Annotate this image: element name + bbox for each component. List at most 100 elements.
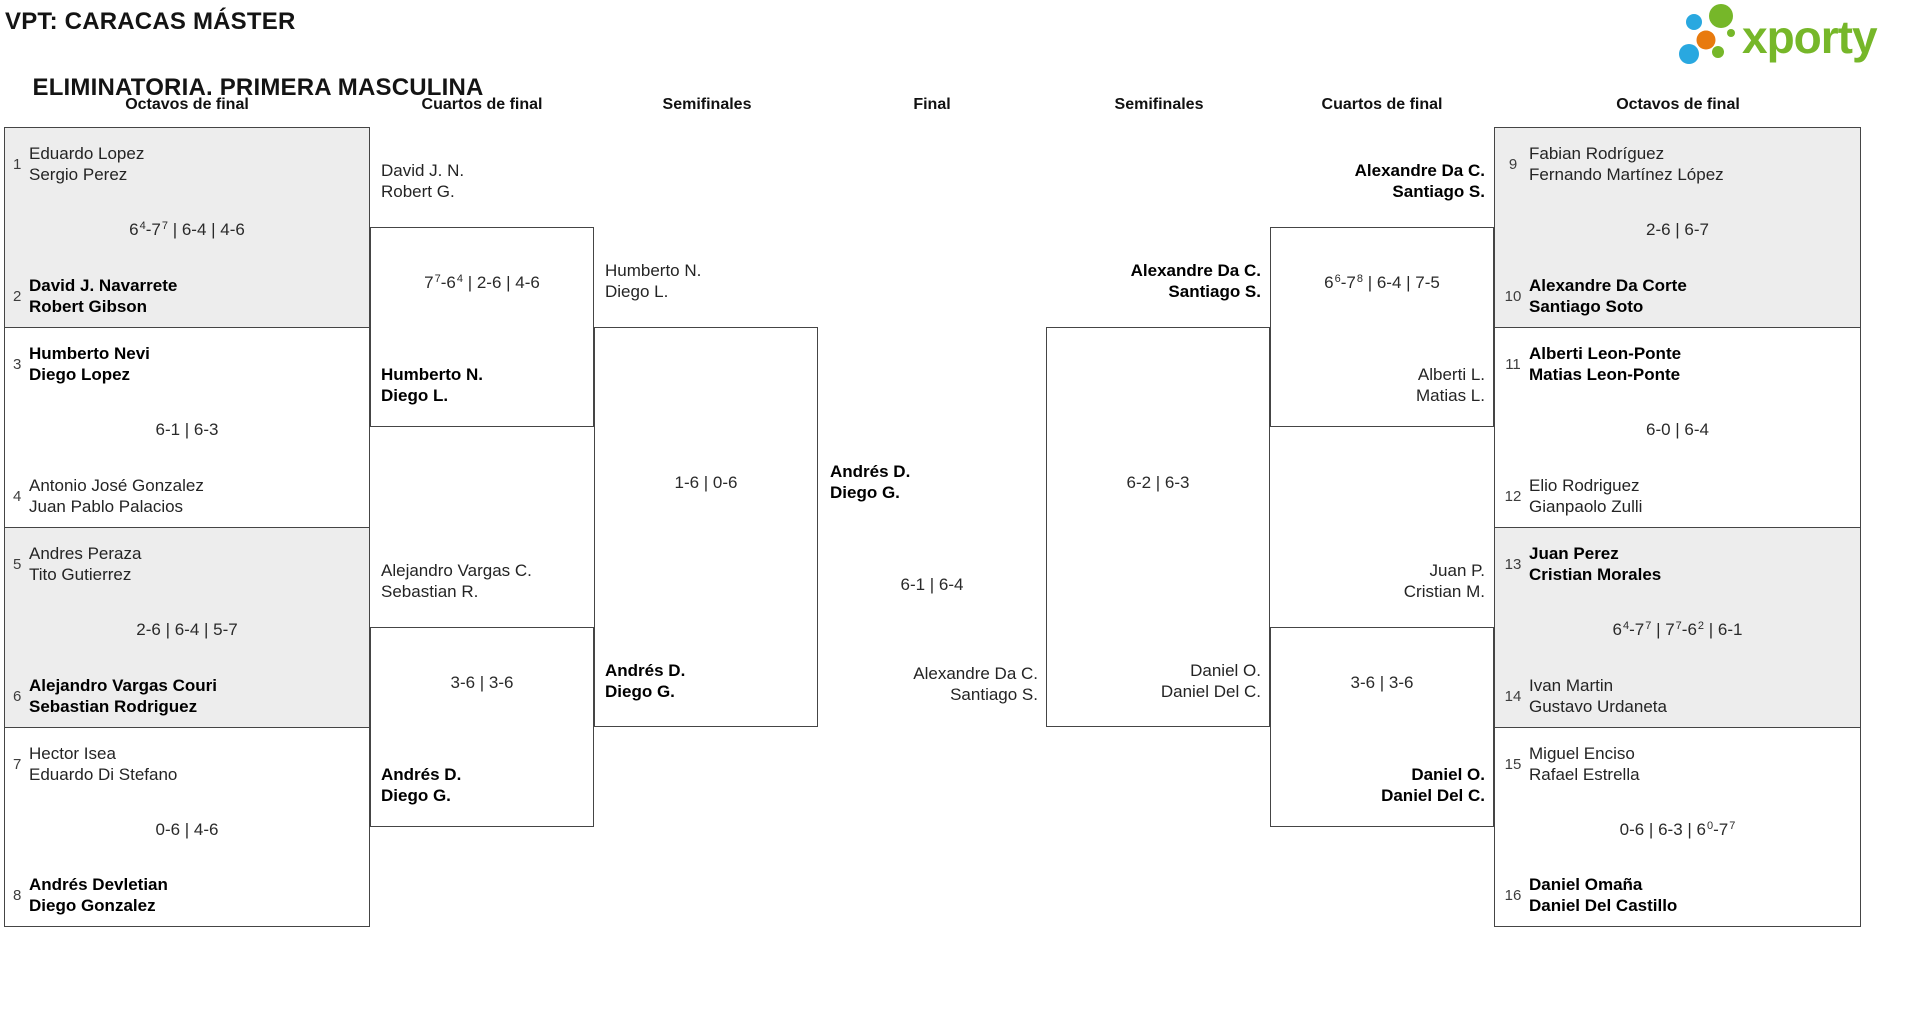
team-name: Diego Gonzalez [29,896,156,915]
team-names: Daniel O.Daniel Del C. [1161,660,1261,702]
team-name: Santiago S. [950,685,1038,704]
set-scores: 0-6 | 4-6 [155,820,219,839]
seed-number: 8 [13,886,22,904]
qf-match-2-box: Alejandro Vargas C.Sebastian R. 3-6 | 3-… [370,561,594,827]
team-name: Hector Isea [29,744,116,763]
set-scores: 6-1 | 6-4 [900,575,964,594]
set-scores: 64-77 | 77-62 | 6-1 [1612,620,1743,639]
seed-number: 6 [13,687,22,705]
team-name: Diego L. [605,282,669,301]
round-header-octavos-right: Octavos de final [1616,96,1740,113]
seed-number: 1 [13,155,22,173]
set-scores: 2-6 | 6-7 [1645,220,1709,239]
final-match-box: Andrés D.Diego G. 6-1 | 6-4 Alexandre Da… [818,455,1046,735]
team-names: Humberto N.Diego L. [605,260,701,302]
round-header-cuartos-right: Cuartos de final [1321,96,1443,113]
team-name: Diego G. [605,682,675,701]
seed-number: 3 [13,355,22,373]
team-names: Alexandre Da C.Santiago S. [913,663,1038,705]
team-name: Robert Gibson [29,297,148,316]
team-names-winner: Alexandre Da C.Santiago S. [1131,260,1261,302]
round-header-cuartos-left: Cuartos de final [421,96,543,113]
team-name: Matias Leon-Ponte [1529,365,1681,384]
seed-number: 10 [1504,287,1522,305]
set-scores: 6-0 | 6-4 [1645,420,1709,439]
team-name: Diego Lopez [29,365,131,384]
seed-number: 15 [1504,755,1522,773]
set-scores: 6-2 | 6-3 [1126,473,1190,492]
round-header-semis-left: Semifinales [662,96,752,113]
qf-match-3-box: Alexandre Da C. Santiago S. 66-78 | 6-4 |… [1270,161,1494,427]
team-name: Sebastian R. [381,582,479,601]
team-names: Alberti L. Matias L. [1416,364,1485,406]
sf-match-2-box: Alexandre Da C.Santiago S. 6-2 | 6-3 Dan… [1046,261,1270,727]
team-names: David J. N.Robert G. [381,160,464,202]
tournament-name: VPT: CARACAS MÁSTER [5,8,296,35]
team-name: Diego G. [830,483,900,502]
team-name: David J. Navarrete [29,276,178,295]
team-name: David J. N. [381,161,465,180]
team-names-winner: Andrés D.Diego G. [605,660,685,702]
set-scores: 64-77 | 6-4 | 4-6 [129,220,245,239]
team-name: Alexandre Da Corte [1529,276,1687,295]
qf-match-1-box: David J. N.Robert G. 77-64 | 2-6 | 4-6 H… [370,161,594,427]
team-name: Gianpaolo Zulli [1529,497,1643,516]
seed-number: 7 [13,755,22,773]
team-names-winner: Daniel O. Daniel Del C. [1381,764,1485,806]
team-name: Eduardo Di Stefano [29,765,178,784]
team-name: Alejandro Vargas Couri [29,676,217,695]
team-name: Sebastian Rodriguez [29,697,198,716]
team-name: Sergio Perez [29,165,128,184]
xporty-logo[interactable]: xporty [1676,0,1906,66]
team-name: Juan P. [1429,561,1485,580]
team-name: Juan Pablo Palacios [29,497,184,516]
set-scores: 66-78 | 6-4 | 7-5 [1324,273,1440,292]
team-name: Alberti L. [1417,365,1485,384]
team-names-champion: Andrés D.Diego G. [830,461,910,503]
team-names-winner: Alexandre Da C. Santiago S. [1355,160,1485,202]
seed-number: 13 [1504,555,1522,573]
team-name: Ivan Martin [1529,676,1614,695]
team-name: Eduardo Lopez [29,144,145,163]
team-name: Daniel Omaña [1529,875,1643,894]
seed-number: 16 [1504,886,1522,904]
team-names-winner: Humberto N.Diego L. [381,364,483,406]
seed-number: 11 [1505,355,1521,373]
set-scores: 0-6 | 6-3 | 60-77 [1619,820,1736,839]
team-name: Fabian Rodríguez [1529,144,1665,163]
team-names-winner: Andrés D.Diego G. [381,764,461,806]
team-name: Santiago S. [1392,182,1485,201]
team-names: Alejandro Vargas C.Sebastian R. [381,560,532,602]
team-name: Rafael Estrella [1529,765,1640,784]
team-name: Daniel Del C. [1160,682,1261,701]
team-name: Matias L. [1416,386,1485,405]
seed-number: 5 [13,555,22,573]
team-name: Gustavo Urdaneta [1529,697,1667,716]
team-name: Diego G. [381,786,451,805]
team-name: Antonio José Gonzalez [29,476,204,495]
team-name: Juan Perez [1529,544,1619,563]
team-name: Daniel O. [1411,765,1485,784]
round-header-semis-right: Semifinales [1114,96,1204,113]
seed-number: 9 [1508,155,1518,173]
team-name: Alexandre Da C. [1354,161,1485,180]
team-name: Diego L. [381,386,449,405]
seed-number: 14 [1504,687,1522,705]
seed-number: 4 [13,487,22,505]
set-scores: 3-6 | 3-6 [450,673,514,692]
team-name: Santiago Soto [1529,297,1644,316]
team-name: Daniel Del C. [1381,786,1485,805]
